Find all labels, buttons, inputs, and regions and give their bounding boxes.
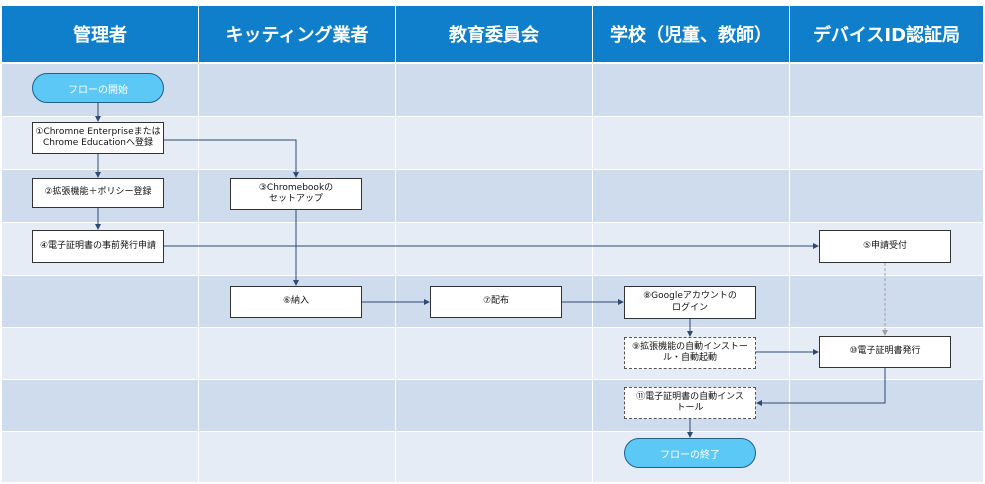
step-4-cert-request: ④電子証明書の事前発行申請 <box>32 230 164 263</box>
step-10-cert-issue: ⑩電子証明書発行 <box>819 336 951 368</box>
lane-cell <box>396 117 592 169</box>
lane-cell <box>790 170 983 222</box>
lane-header-ca: デバイスID認証局 <box>790 6 983 62</box>
lane-cell <box>396 432 592 482</box>
lane-cell <box>2 380 198 431</box>
lane-cell <box>2 328 198 379</box>
lane-cell <box>790 432 983 482</box>
flow-end-node: フローの終了 <box>624 438 756 468</box>
lane-cell <box>199 223 395 275</box>
lane-cell <box>593 64 789 116</box>
lane-cell <box>593 117 789 169</box>
lane-cell <box>593 223 789 275</box>
step-5-accept-request: ⑤申請受付 <box>819 230 951 263</box>
step-11-cert-autoinstall: ⑪電子証明書の自動インス トール <box>624 387 756 419</box>
lane-cell <box>790 117 983 169</box>
lane-cell <box>593 170 789 222</box>
step-3-chromebook-setup: ③Chromebookの セットアップ <box>230 178 362 210</box>
lane-cell <box>396 328 592 379</box>
lane-header-kitting: キッティング業者 <box>199 6 395 62</box>
lane-cell <box>199 64 395 116</box>
lane-cell <box>199 380 395 431</box>
lane-cell <box>396 170 592 222</box>
lane-cell <box>396 64 592 116</box>
lane-cell <box>199 328 395 379</box>
step-2-extension-policy: ②拡張機能＋ポリシー登録 <box>32 178 164 208</box>
lane-cell <box>2 276 198 327</box>
lane-header-admin: 管理者 <box>2 6 198 62</box>
lane-header-board: 教育委員会 <box>396 6 592 62</box>
lane-cell <box>790 380 983 431</box>
step-6-delivery: ⑥納入 <box>230 286 362 318</box>
lane-cell <box>2 432 198 482</box>
step-1-register: ①Chromne Enterpriseまたは Chrome Educationへ… <box>32 122 164 154</box>
lane-cell <box>199 117 395 169</box>
lane-header-school: 学校（児童、教師） <box>593 6 789 62</box>
lane-cell <box>396 223 592 275</box>
flow-start-node: フローの開始 <box>32 73 164 103</box>
lane-cell <box>199 432 395 482</box>
step-7-distribution: ⑦配布 <box>430 286 562 318</box>
lane-cell <box>790 276 983 327</box>
lane-cell <box>396 380 592 431</box>
step-8-google-login: ⑧Googleアカウントの ログイン <box>624 286 756 319</box>
lane-cell <box>790 64 983 116</box>
step-9-extension-autoinstall: ⑨拡張機能の自動インストー ル・自動起動 <box>624 337 756 369</box>
